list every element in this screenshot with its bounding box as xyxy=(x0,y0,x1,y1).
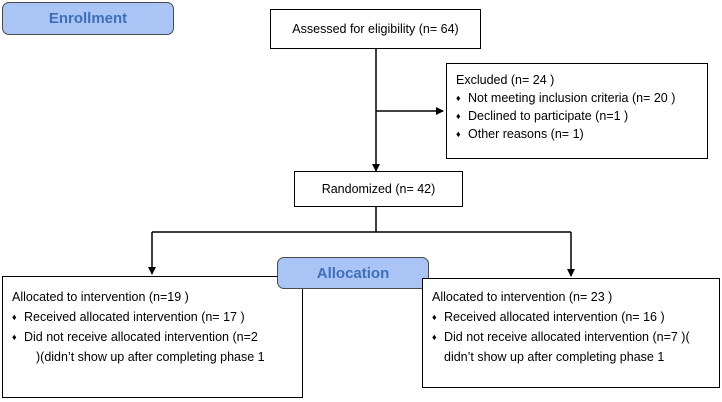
left-arm-list: ♦Received allocated intervention (n= 17 … xyxy=(12,307,302,367)
assessed-text: Assessed for eligibility (n= 64) xyxy=(292,22,459,36)
right-arm-list: ♦Received allocated intervention (n= 16 … xyxy=(432,307,719,367)
diamond-bullet-icon: ♦ xyxy=(12,312,17,322)
diamond-bullet-icon: ♦ xyxy=(432,332,437,342)
diamond-bullet-icon: ♦ xyxy=(12,332,17,342)
randomized-text: Randomized (n= 42) xyxy=(321,182,436,196)
list-item: ♦Received allocated intervention (n= 16 … xyxy=(432,307,719,327)
list-item-continuation: )(didn’t show up after completing phase … xyxy=(36,350,265,364)
list-item: ♦Received allocated intervention (n= 17 … xyxy=(12,307,302,327)
excluded-box: Excluded (n= 24 ) ♦Not meeting inclusion… xyxy=(446,63,708,159)
list-item: ♦Declined to participate (n=1 ) xyxy=(456,109,629,123)
left-arm-box: Allocated to intervention (n=19 ) ♦Recei… xyxy=(2,276,303,398)
right-arm-box: Allocated to intervention (n= 23 ) ♦Rece… xyxy=(422,278,720,388)
excluded-list: ♦Not meeting inclusion criteria (n= 20 )… xyxy=(456,89,707,143)
list-item: ♦Did not receive allocated intervention … xyxy=(432,327,719,347)
list-item: ♦Not meeting inclusion criteria (n= 20 ) xyxy=(456,91,676,105)
allocation-stage-label: Allocation xyxy=(277,257,429,289)
excluded-heading: Excluded (n= 24 ) xyxy=(456,73,555,87)
diamond-bullet-icon: ♦ xyxy=(456,111,461,121)
randomized-box: Randomized (n= 42) xyxy=(294,171,463,207)
left-arm-heading: Allocated to intervention (n=19 ) xyxy=(12,290,189,304)
right-arm-heading: Allocated to intervention (n= 23 ) xyxy=(432,290,613,304)
list-item-continuation: didn’t show up after completing phase 1 xyxy=(444,350,665,364)
list-item: ♦Did not receive allocated intervention … xyxy=(12,327,302,347)
diamond-bullet-icon: ♦ xyxy=(432,312,437,322)
enrollment-stage-label: Enrollment xyxy=(2,2,174,35)
assessed-box: Assessed for eligibility (n= 64) xyxy=(270,9,481,49)
list-item: ♦Other reasons (n= 1) xyxy=(456,127,584,141)
diamond-bullet-icon: ♦ xyxy=(456,93,461,103)
diamond-bullet-icon: ♦ xyxy=(456,129,461,139)
